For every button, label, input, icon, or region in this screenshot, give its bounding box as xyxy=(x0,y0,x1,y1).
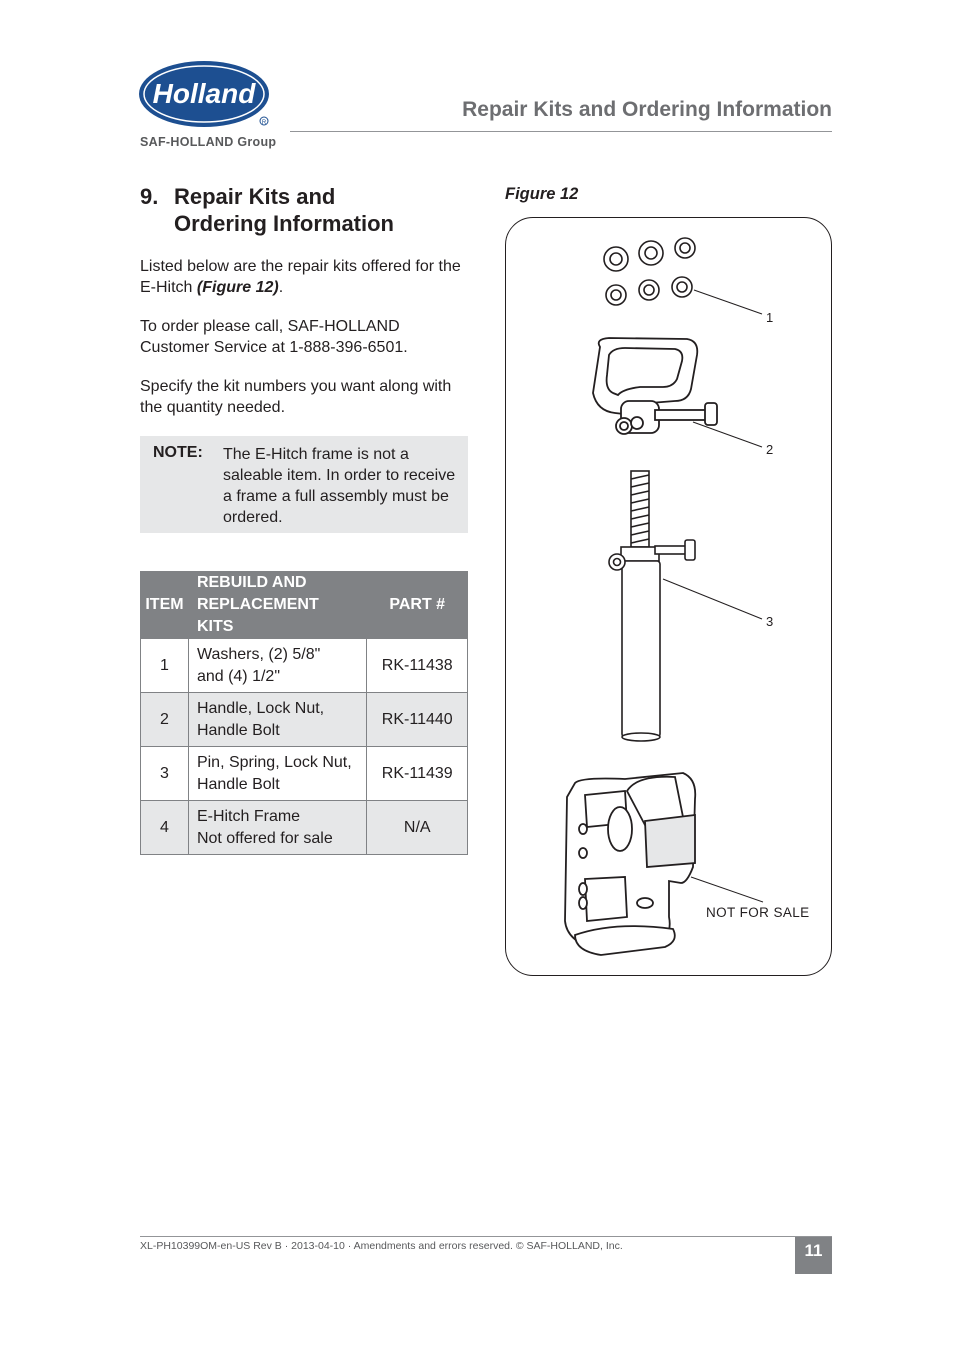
header-item: ITEM xyxy=(140,571,189,639)
row-part: RK-11438 xyxy=(366,638,468,693)
table-row: 3 Pin, Spring, Lock Nut, Handle Bolt RK-… xyxy=(140,746,468,801)
note-box xyxy=(140,436,468,533)
header-kits: REBUILD AND REPLACEMENT KITS xyxy=(187,571,368,639)
table-row: 1 Washers, (2) 5/8" and (4) 1/2" RK-1143… xyxy=(140,638,468,693)
leader-line-3 xyxy=(662,578,763,620)
header-kits-line1: REBUILD AND xyxy=(196,574,307,591)
leader-line-4 xyxy=(690,876,764,903)
intro-text: Listed below are the repair kits offered… xyxy=(140,258,461,296)
row-desc-line1: Pin, Spring, Lock Nut, xyxy=(196,753,352,771)
e-hitch-frame-illustration xyxy=(564,772,697,956)
table-header-row: ITEM REBUILD AND REPLACEMENT KITS PART # xyxy=(140,571,468,639)
repair-kits-table: ITEM REBUILD AND REPLACEMENT KITS PART #… xyxy=(140,571,468,855)
note-label: NOTE: xyxy=(153,444,203,461)
callout-1: 1 xyxy=(766,310,774,325)
row-description: Pin, Spring, Lock Nut, Handle Bolt xyxy=(187,746,368,801)
section-heading: 9. Repair Kits and Ordering Information xyxy=(140,183,394,237)
row-description: E-Hitch Frame Not offered for sale xyxy=(187,800,368,855)
callout-2: 2 xyxy=(766,442,774,457)
row-description: Washers, (2) 5/8" and (4) 1/2" xyxy=(187,638,368,693)
row-part: N/A xyxy=(366,800,468,855)
table-row: 4 E-Hitch Frame Not offered for sale N/A xyxy=(140,800,468,855)
row-item: 2 xyxy=(140,692,189,747)
row-desc-line2: Handle Bolt xyxy=(196,775,280,793)
row-item: 3 xyxy=(140,746,189,801)
row-desc-line2: Handle Bolt xyxy=(196,721,280,739)
header-kits-line2: REPLACEMENT KITS xyxy=(196,596,319,635)
e-hitch-parts-illustration xyxy=(564,237,764,956)
row-item: 4 xyxy=(140,800,189,855)
header-title: Repair Kits and Ordering Information xyxy=(462,98,832,121)
row-desc-line1: Washers, (2) 5/8" xyxy=(196,645,321,663)
section-number: 9. xyxy=(140,184,159,209)
intro-paragraph: Listed below are the repair kits offered… xyxy=(140,256,470,298)
row-part: RK-11439 xyxy=(366,746,468,801)
logo-text: Holland xyxy=(153,78,257,109)
specify-paragraph: Specify the kit numbers you want along w… xyxy=(140,378,452,416)
header-divider xyxy=(290,131,832,132)
handle-illustration xyxy=(592,337,718,435)
pin-spring-illustration xyxy=(608,470,696,742)
washers-illustration xyxy=(603,237,696,306)
svg-text:R: R xyxy=(262,120,267,126)
order-paragraph: To order please call, SAF-HOLLAND Custom… xyxy=(140,318,408,356)
section-heading-line2: Ordering Information xyxy=(174,211,394,236)
callout-3: 3 xyxy=(766,614,774,629)
callout-not-for-sale: NOT FOR SALE xyxy=(706,905,810,920)
leader-line-2 xyxy=(692,421,763,448)
table-row: 2 Handle, Lock Nut, Handle Bolt RK-11440 xyxy=(140,692,468,747)
footer-text: XL-PH10399OM-en-US Rev B · 2013-04-10 · … xyxy=(140,1240,623,1252)
row-desc-line2: Not offered for sale xyxy=(196,829,333,847)
row-item: 1 xyxy=(140,638,189,693)
figure-reference: (Figure 12) xyxy=(196,279,279,296)
figure-caption: Figure 12 xyxy=(505,185,579,203)
row-desc-line2: and (4) 1/2" xyxy=(196,667,280,685)
footer-divider xyxy=(140,1236,832,1237)
row-desc-line1: Handle, Lock Nut, xyxy=(196,699,325,717)
page-number: 11 xyxy=(795,1237,832,1274)
leader-line-1 xyxy=(693,289,763,315)
figure-frame xyxy=(505,217,832,976)
row-desc-line1: E-Hitch Frame xyxy=(196,807,301,825)
row-description: Handle, Lock Nut, Handle Bolt xyxy=(187,692,368,747)
section-heading-line1: Repair Kits and xyxy=(174,184,336,209)
header-part: PART # xyxy=(366,571,468,639)
holland-logo: Holland R xyxy=(139,61,269,127)
intro-end: . xyxy=(278,279,284,296)
note-text: The E-Hitch frame is not a saleable item… xyxy=(223,446,456,526)
row-part: RK-11440 xyxy=(366,692,468,747)
logo-subtext: SAF-HOLLAND Group xyxy=(140,135,277,149)
